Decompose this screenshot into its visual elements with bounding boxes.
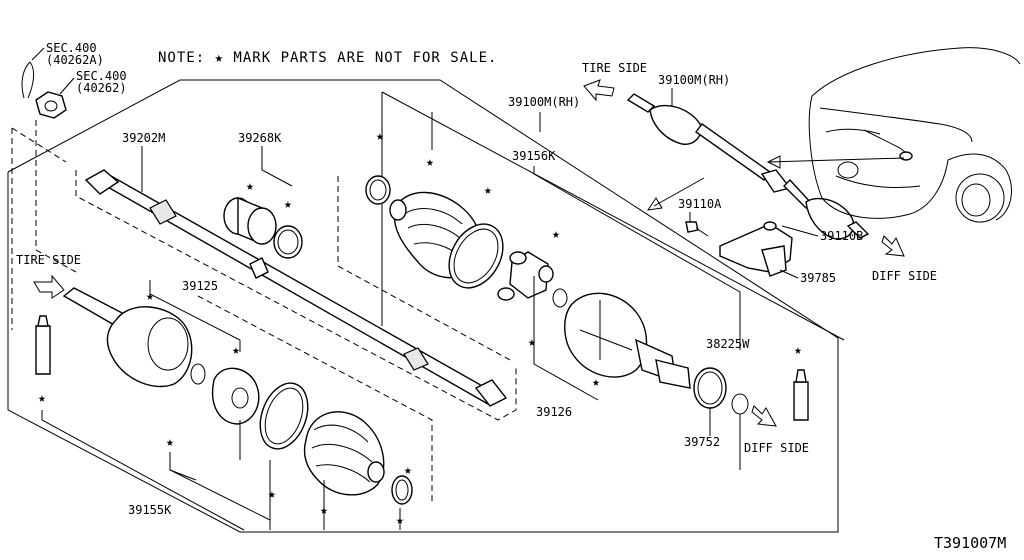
label-sec400a-1: SEC.400	[46, 41, 97, 55]
outer-boot	[303, 411, 385, 496]
star-mark: ★	[528, 335, 536, 350]
circlip	[731, 393, 749, 415]
arrow-diff-side-bottom	[751, 405, 777, 427]
outer-race	[212, 367, 260, 425]
star-mark: ★	[404, 463, 412, 478]
label-sec400b-1: SEC.400	[76, 69, 127, 83]
outer-boot-band-small	[391, 475, 413, 505]
label-39752: 39752	[684, 435, 720, 449]
seal-ring	[693, 367, 727, 409]
note-text: NOTE: ★ MARK PARTS ARE NOT FOR SALE.	[158, 50, 497, 66]
arrow-to-diagram	[646, 177, 705, 211]
star-mark: ★	[426, 155, 434, 170]
grease-tube-left	[35, 315, 51, 375]
direction-tire-side-left: TIRE SIDE	[16, 253, 81, 267]
spider-assembly	[497, 251, 554, 301]
label-39785: 39785	[800, 271, 836, 285]
drive-shaft-assembly	[626, 93, 870, 240]
arrow-tire-side-top	[583, 79, 615, 102]
cotter-pin	[21, 61, 35, 99]
star-mark: ★	[38, 391, 46, 406]
label-39110b: 39110B	[820, 229, 863, 243]
intermediate-shaft	[84, 169, 508, 407]
star-mark: ★	[484, 183, 492, 198]
star-mark: ★	[284, 197, 292, 212]
label-39100m-top: 39100M(RH)	[658, 73, 730, 87]
outer-boot-band	[259, 382, 309, 450]
direction-diff-side-right: DIFF SIDE	[872, 269, 937, 283]
car-front	[766, 47, 1021, 223]
snap-ring	[552, 288, 568, 308]
star-mark: ★	[232, 343, 240, 358]
label-39155k: 39155K	[128, 503, 172, 517]
label-sec400b-2: (40262)	[76, 81, 127, 95]
outer-snap-ring	[190, 363, 206, 385]
dynamic-damper	[223, 196, 277, 246]
label-38225w: 38225W	[706, 337, 750, 351]
label-39202m: 39202M	[122, 131, 165, 145]
grease-tube-right	[793, 369, 809, 421]
boot-band-large	[448, 223, 504, 289]
label-39268k: 39268K	[238, 131, 282, 145]
star-mark: ★	[146, 289, 154, 304]
direction-diff-side-bottom: DIFF SIDE	[744, 441, 809, 455]
hub-nut	[35, 91, 67, 119]
star-mark: ★	[794, 343, 802, 358]
assembly-frame	[7, 79, 839, 533]
bolt-39110a	[685, 221, 709, 237]
star-mark: ★	[592, 375, 600, 390]
arrow-diff-side-right	[881, 235, 905, 257]
bearing-bracket	[719, 221, 793, 277]
star-mark: ★	[552, 227, 560, 242]
label-39126: 39126	[536, 405, 572, 419]
inner-joint-housing	[564, 292, 691, 389]
star-mark: ★	[376, 129, 384, 144]
boot-band-small	[365, 175, 391, 205]
label-sec400a-2: (40262A)	[46, 53, 104, 67]
label-39156k: 39156K	[512, 149, 556, 163]
star-mark: ★	[268, 487, 276, 502]
label-39110a: 39110A	[678, 197, 722, 211]
direction-tire-side-top: TIRE SIDE	[582, 61, 647, 75]
star-mark: ★	[246, 179, 254, 194]
label-39100m-mid: 39100M(RH)	[508, 95, 580, 109]
label-39125: 39125	[182, 279, 218, 293]
outer-joint-assembly	[62, 287, 193, 388]
star-mark: ★	[166, 435, 174, 450]
diagram-code: T391007M	[934, 534, 1006, 552]
damper-band	[273, 225, 303, 259]
arrow-tire-side-left	[33, 274, 65, 299]
